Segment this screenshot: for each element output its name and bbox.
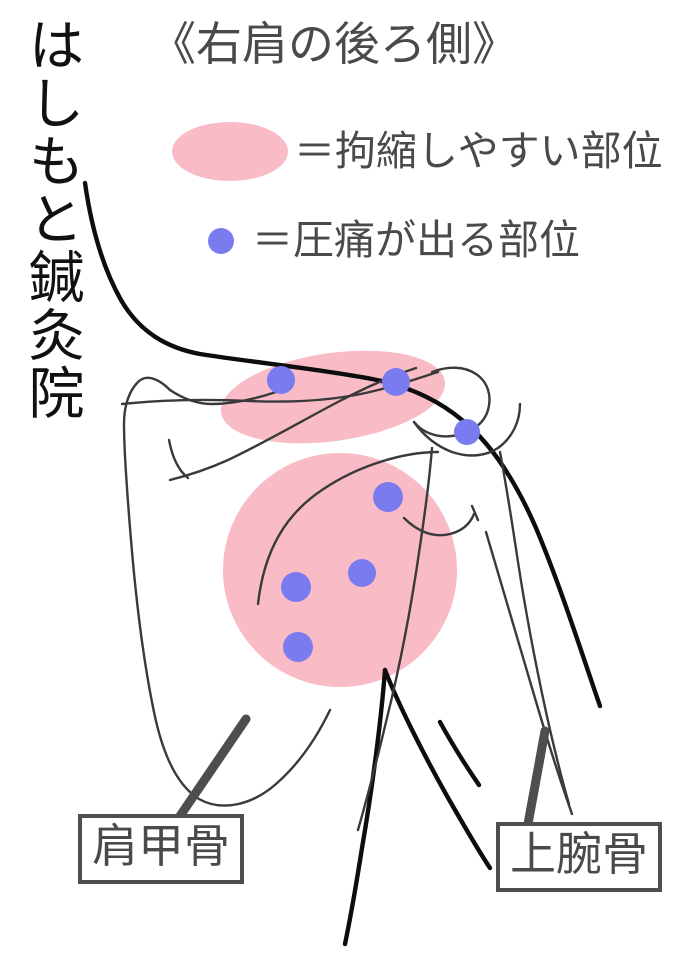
legend-label-tender-point: ＝圧痛が出る部位	[252, 217, 580, 263]
tender-point-7	[283, 632, 313, 662]
legend-item-contracture: ＝拘縮しやすい部位	[172, 122, 663, 181]
pink-ellipse-swatch-icon	[172, 122, 288, 181]
clinic-name-vertical: はしもと鍼灸院	[20, 16, 82, 422]
contracture-regions	[220, 350, 457, 687]
tender-point-5	[348, 559, 376, 587]
neck-and-shoulder-line	[82, 180, 603, 709]
contracture-region-supraspinatus	[220, 350, 446, 444]
page-title: 《右肩の後ろ側》	[150, 19, 518, 70]
leader-line-humerus	[523, 726, 550, 829]
scapula-spine-lower-line	[168, 366, 418, 482]
acromion-outline	[412, 366, 491, 438]
tender-points	[267, 366, 480, 662]
arm-outer-contour	[484, 530, 574, 816]
tender-point-3	[454, 419, 480, 445]
tender-point-1	[267, 366, 295, 394]
legend-label-contracture: ＝拘縮しやすい部位	[294, 128, 663, 174]
bone-label-humerus: 上腕骨	[496, 822, 662, 892]
bone-label-scapula: 肩甲骨	[78, 814, 244, 884]
humeral-head-outline	[412, 402, 522, 457]
lower-arm-fragment	[437, 719, 482, 788]
scapula-superior-border	[168, 388, 278, 406]
humerus-shaft-medial	[356, 446, 434, 832]
tender-point-6	[281, 572, 311, 602]
leader-lines	[175, 714, 550, 829]
legend-item-tender-point: ＝圧痛が出る部位	[208, 220, 580, 261]
contracture-region-infraspinatus	[223, 453, 457, 687]
humerus-shaft-lateral	[498, 450, 571, 806]
humerus-tubercle-tick	[470, 504, 480, 522]
scapula-spine-notch	[167, 438, 190, 480]
axilla-left-line	[342, 667, 388, 947]
scapula-outline	[122, 376, 332, 807]
axilla-right-line	[382, 667, 493, 871]
body-contour	[82, 180, 603, 947]
tender-point-4	[373, 482, 403, 512]
leader-line-scapula	[175, 714, 251, 821]
tender-point-2	[382, 368, 410, 396]
humerus-surgical-neck	[402, 512, 476, 537]
purple-dot-swatch-icon	[208, 227, 234, 254]
infraspinous-fossa-line	[256, 450, 440, 606]
